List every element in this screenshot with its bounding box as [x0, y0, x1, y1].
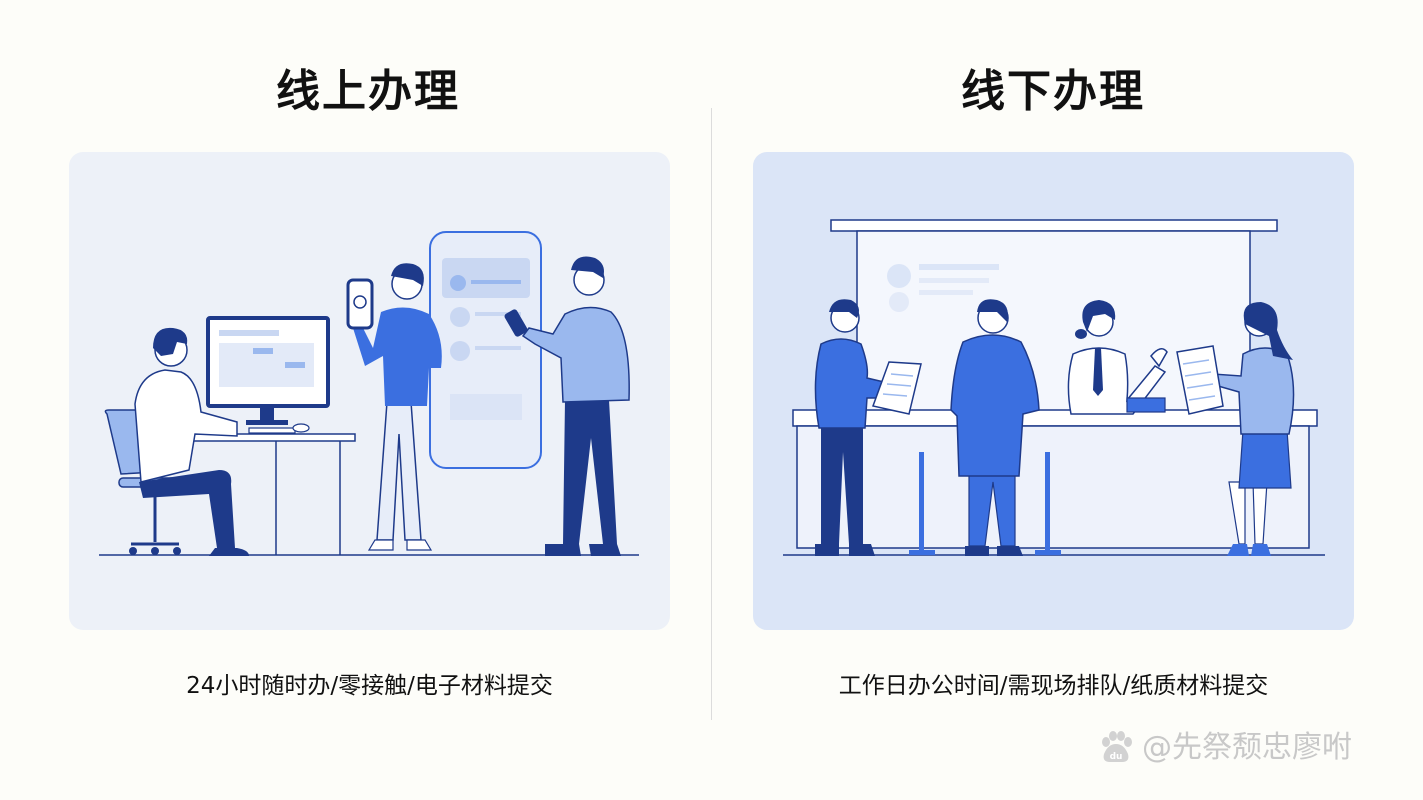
offline-title: 线下办理	[961, 66, 1145, 117]
online-title: 线上办理	[276, 66, 460, 117]
watermark: du @先祭颓忠廖咐	[1096, 728, 1352, 768]
online-illustration	[69, 152, 670, 630]
paw-icon: du	[1102, 731, 1132, 762]
watermark-text: @先祭颓忠廖咐	[1142, 730, 1352, 765]
online-caption: 24小时随时办/零接触/电子材料提交	[186, 673, 553, 699]
offline-caption: 工作日办公时间/需现场排队/纸质材料提交	[838, 673, 1269, 699]
watermark-logo-text: du	[1110, 752, 1123, 762]
panel-divider	[711, 108, 712, 720]
offline-illustration	[753, 152, 1354, 630]
